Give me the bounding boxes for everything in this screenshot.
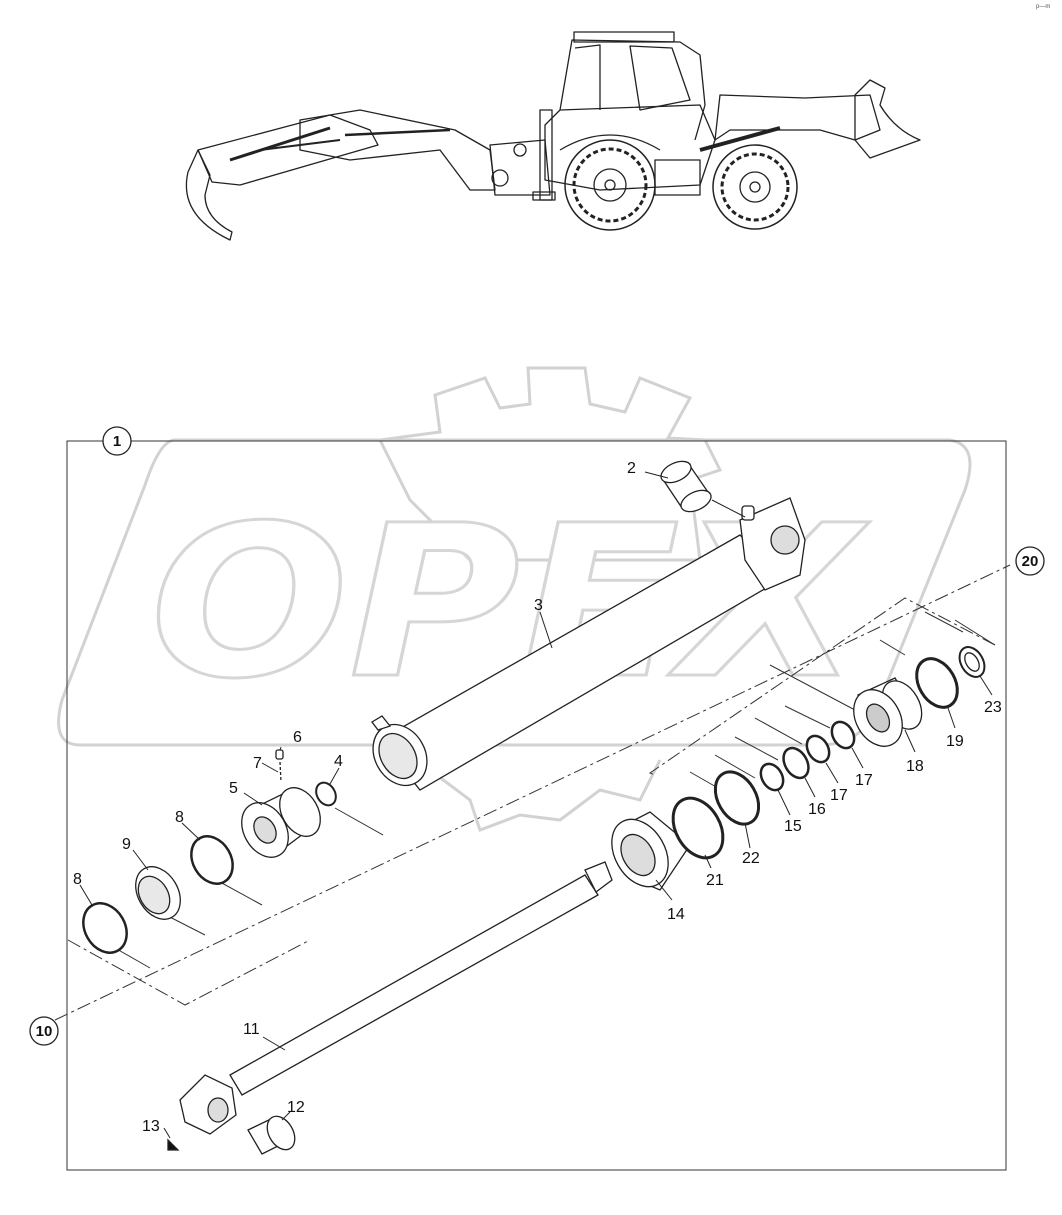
bushing-top [660, 460, 712, 513]
part-label-12: 12 [287, 1099, 305, 1116]
part-label-22: 22 [742, 850, 760, 867]
assembly-boundary-lines [54, 564, 1011, 1021]
part-label-3: 3 [534, 597, 543, 614]
circled-label-10-text: 10 [36, 1023, 53, 1040]
seal-ring-21 [671, 796, 725, 860]
seal-17-left [805, 734, 831, 764]
loader-arm [714, 94, 881, 141]
piston-rod [179, 861, 613, 1135]
piston-guide-18 [853, 677, 923, 747]
watermark-gear-lower [429, 759, 662, 832]
part-label-8-upper: 8 [175, 809, 184, 826]
cylinder-barrel [371, 497, 806, 791]
assembly-frame [66, 440, 1007, 1171]
part-label-16: 16 [808, 801, 826, 818]
backhoe-loader-illustration [185, 31, 921, 241]
circled-label-20: 20 [1015, 546, 1045, 576]
seal-ring-19 [915, 657, 959, 709]
part-label-14: 14 [667, 906, 685, 923]
rear-wheel [564, 139, 656, 231]
backup-ring-16 [782, 746, 810, 780]
part-label-17-left: 17 [830, 787, 848, 804]
oring-4 [315, 781, 337, 807]
part-label-18: 18 [906, 758, 924, 775]
bushing-bottom [247, 1115, 296, 1155]
part-label-5: 5 [229, 780, 238, 797]
piston [611, 811, 691, 891]
loader-chassis [544, 104, 716, 191]
watermark-gear [377, 366, 723, 562]
circled-label-1: 1 [102, 426, 132, 456]
part-label-4: 4 [334, 753, 343, 770]
seal-ring-22 [713, 770, 761, 826]
part-label-19: 19 [946, 733, 964, 750]
part-label-13: 13 [142, 1118, 160, 1135]
part-label-17-right: 17 [855, 772, 873, 789]
circled-label-20-text: 20 [1022, 553, 1039, 570]
part-label-2: 2 [627, 460, 636, 477]
part-label-15: 15 [784, 818, 802, 835]
seal-ring-8-upper [190, 835, 234, 885]
backhoe-boom [299, 109, 496, 191]
part-label-11: 11 [243, 1021, 260, 1038]
corner-mark: p—m [1036, 4, 1050, 10]
part-label-23: 23 [984, 699, 1002, 716]
loader-bucket [854, 79, 921, 159]
part-label-21: 21 [706, 872, 724, 889]
pin-7 [279, 761, 282, 783]
cylinder-head [241, 787, 321, 858]
part-label-9: 9 [122, 836, 131, 853]
wiper-ring-9 [135, 866, 181, 920]
loader-cab [559, 39, 706, 141]
grease-nipple [167, 1138, 180, 1151]
part-label-8-lower: 8 [73, 871, 82, 888]
part-label-6: 6 [293, 729, 302, 746]
parts [82, 460, 986, 1155]
seal-ring-8-lower [82, 902, 128, 954]
opex-watermark: OPEX [57, 366, 972, 832]
backhoe-dipper-arm [197, 114, 379, 186]
circled-label-10: 10 [29, 1016, 59, 1046]
part-number-labels: 2 3 4 5 6 7 8 8 9 11 12 13 14 15 16 17 1… [73, 460, 1002, 1135]
extension-lines [114, 611, 996, 969]
front-wheel [712, 144, 798, 230]
backhoe-bucket [185, 149, 233, 241]
part-label-7: 7 [253, 755, 262, 772]
circled-assembly-labels: 1 10 20 [29, 426, 1045, 1046]
oring-15 [759, 762, 785, 792]
leader-lines [79, 471, 993, 1139]
circled-label-1-text: 1 [113, 433, 121, 450]
nut-23 [958, 646, 986, 678]
seal-17-right [830, 720, 856, 750]
grease-fitting [275, 749, 284, 760]
